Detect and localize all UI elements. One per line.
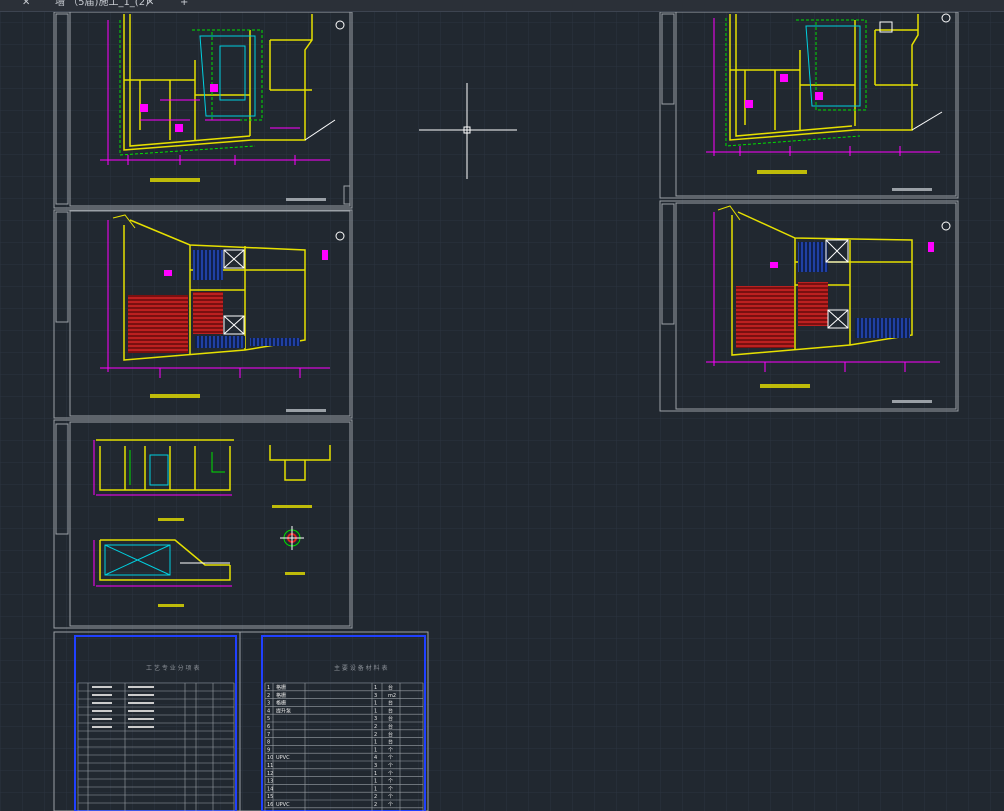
table-cell: 15 xyxy=(267,794,273,800)
table-cell: 1 xyxy=(374,708,377,714)
table-cell xyxy=(128,702,154,704)
table-cell: 1 xyxy=(374,740,377,746)
table-cell: 3 xyxy=(374,763,377,769)
table-cell xyxy=(128,726,154,728)
table-cell: 4 xyxy=(267,708,270,714)
table-cell xyxy=(92,726,112,728)
table-cell: 格栅 xyxy=(276,700,286,707)
table-cell: 台 xyxy=(388,731,393,738)
sheet-plan-1[interactable] xyxy=(53,12,353,209)
document-tab-bar: ✕ 墙 （5届)施工_1_(2) ✕ + xyxy=(0,0,1004,12)
table-cell: 台 xyxy=(388,707,393,714)
table-cell: 8 xyxy=(267,740,270,746)
table-cell: 2 xyxy=(374,802,377,808)
table-cell: 12 xyxy=(267,771,273,777)
table-cell: 个 xyxy=(388,747,393,753)
tab-close-icon[interactable]: ✕ xyxy=(146,0,155,8)
table-cell: 个 xyxy=(388,779,393,785)
table-cell: 2 xyxy=(374,732,377,738)
table-cell: 11 xyxy=(267,763,273,769)
table-cell: 2 xyxy=(374,794,377,800)
table-cell xyxy=(128,718,154,720)
table-cell: UPVC xyxy=(276,802,290,808)
table-cell: 13 xyxy=(267,779,273,785)
table-cell: 9 xyxy=(267,747,270,753)
table-cell xyxy=(92,686,112,688)
tab-drawing-title[interactable]: 墙 （5届)施工_1_(2) xyxy=(55,0,149,8)
table-cell: 10 xyxy=(267,755,273,761)
table-cell: 1 xyxy=(374,747,377,753)
table-cell: 台 xyxy=(388,723,393,730)
table-cell xyxy=(92,702,112,704)
table-cell xyxy=(128,694,154,696)
table-cell: 台 xyxy=(388,684,393,691)
drawing-canvas[interactable]: 工 艺 专 业 分 项 表 主 要 设 备 材 料 表 1 格栅 1 台 2 格栅 3 m2 3… xyxy=(0,12,1004,811)
table-cell: 个 xyxy=(388,771,393,777)
table-cell: 7 xyxy=(267,732,270,738)
table-cell: 1 xyxy=(374,786,377,792)
table-cell xyxy=(92,710,112,712)
table-cell: 16 xyxy=(267,802,273,808)
table-cell: 1 xyxy=(374,779,377,785)
table-cell: 个 xyxy=(388,794,393,800)
table-cell: 1 xyxy=(374,771,377,777)
table-cell: 14 xyxy=(267,786,273,792)
left-table-title: 工 艺 专 业 分 项 表 xyxy=(146,664,199,672)
table-cell: m2 xyxy=(388,693,396,699)
right-table-title: 主 要 设 备 材 料 表 xyxy=(334,664,387,672)
sheet-tables[interactable]: 工 艺 专 业 分 项 表 主 要 设 备 材 料 表 1 格栅 1 台 2 格栅 3 m2 3… xyxy=(53,631,429,811)
table-cell: 6 xyxy=(267,724,270,730)
table-cell: 1 xyxy=(267,685,270,691)
new-tab-icon[interactable]: + xyxy=(180,0,189,8)
table-cell: 格栅 xyxy=(276,684,286,691)
table-cell: 3 xyxy=(374,716,377,722)
table-cell xyxy=(128,686,154,688)
table-cell: 2 xyxy=(267,693,270,699)
table-cell: 台 xyxy=(388,715,393,722)
table-cell: 个 xyxy=(388,755,393,761)
table-cell: 格栅 xyxy=(276,692,286,699)
table-cell: 台 xyxy=(388,700,393,707)
table-cell xyxy=(92,694,112,696)
table-cell: 2 xyxy=(374,724,377,730)
table-cell: 台 xyxy=(388,739,393,746)
table-cell: 个 xyxy=(388,802,393,808)
table-cell: 个 xyxy=(388,786,393,792)
table-cell: 1 xyxy=(374,701,377,707)
table-cell xyxy=(92,718,112,720)
table-cell: 个 xyxy=(388,763,393,769)
table-cell: 3 xyxy=(267,701,270,707)
sheet-sections[interactable] xyxy=(53,419,353,629)
tab-close-icon[interactable]: ✕ xyxy=(22,0,31,8)
sheet-plan-2[interactable] xyxy=(53,209,353,419)
table-cell xyxy=(128,710,154,712)
sheet-plan-3[interactable] xyxy=(659,12,959,199)
table-cell: 1 xyxy=(374,685,377,691)
table-cell: 5 xyxy=(267,716,270,722)
crosshair-cursor-icon xyxy=(419,83,517,179)
table-cell: 3 xyxy=(374,693,377,699)
sheet-plan-4[interactable] xyxy=(659,200,959,412)
table-cell: 提升泵 xyxy=(276,707,291,714)
table-cell: 4 xyxy=(374,755,377,761)
table-cell: UPVC xyxy=(276,755,290,761)
